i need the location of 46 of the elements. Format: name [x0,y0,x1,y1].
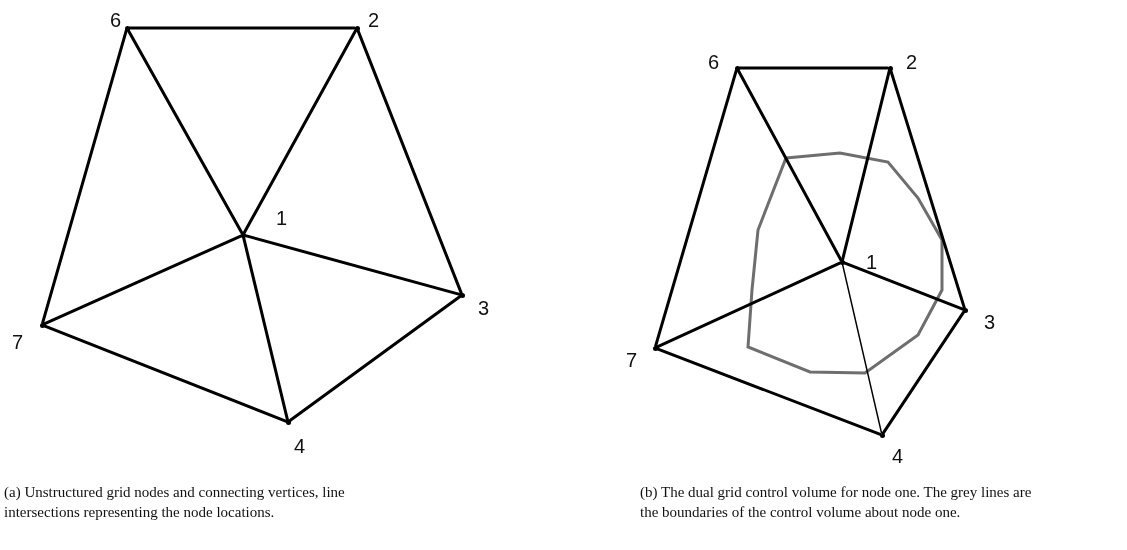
node-number: 1 [276,208,288,228]
grid-line [881,310,966,435]
node-number: 1 [866,252,878,272]
grid-vertex [839,259,845,265]
grid-vertex [124,25,130,31]
grid-line [738,66,889,70]
node-number: 6 [708,52,720,72]
grid-line [42,234,243,326]
grid-line [128,26,356,30]
figure-caption: (b) The dual grid control volume for node one. The grey lines are the boundaries of the control volume about node one. [640,483,1033,522]
figure-caption: (a) Unstructured grid nodes and connecting vertices, line intersections representing the node locations. [4,483,346,522]
grid-line [42,324,288,423]
grid-vertex [887,65,893,71]
node-number: 2 [906,52,918,72]
grid-line [841,263,883,434]
grid-line [655,261,842,349]
grid-vertex [652,345,658,351]
grid-vertex [39,322,45,328]
grid-line [126,28,244,235]
node-number: 7 [626,350,638,370]
grid-line [288,294,462,423]
grid-vertex [240,232,246,238]
node-number: 2 [368,10,380,30]
grid-line [889,68,966,310]
grid-vertex [285,419,291,425]
grid-line [655,347,882,436]
grid-line [242,28,358,235]
grid-vertex [962,307,968,313]
node-number: 3 [984,312,996,332]
grid-line [654,68,738,348]
grid-vertex [459,292,465,298]
node-number: 3 [478,298,490,318]
grid-vertex [734,65,740,71]
node-number: 7 [12,332,24,352]
grid-line [842,261,965,311]
grid-line [841,68,891,262]
grid-line [736,68,843,262]
node-number: 4 [294,436,306,456]
grid-line [356,28,463,295]
grid-line [242,235,289,422]
grid-vertex [879,432,885,438]
grid-line [41,28,128,325]
node-number: 4 [892,446,904,466]
grid-line [243,234,462,296]
node-number: 6 [110,10,122,30]
grid-vertex [354,25,360,31]
